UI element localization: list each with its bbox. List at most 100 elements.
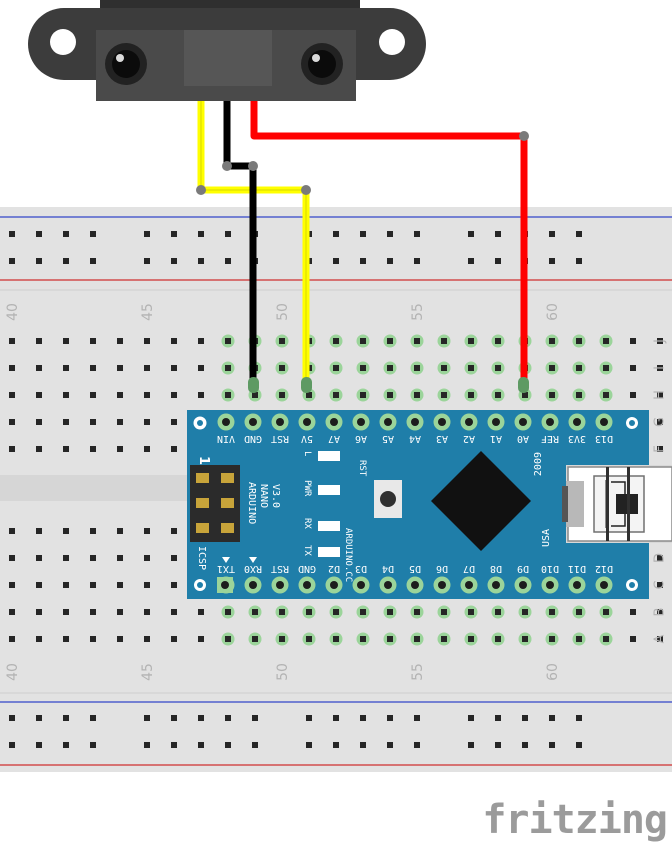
rail-hole (9, 231, 15, 237)
breadboard-hole (63, 338, 69, 344)
breadboard-hole (657, 392, 663, 398)
nano-pin-label: A6 (355, 433, 367, 444)
breadboard-hole (603, 365, 609, 371)
led-l (318, 451, 340, 461)
nano-pin-label: A1 (490, 433, 502, 444)
breadboard-hole (522, 392, 528, 398)
rail-hole (387, 231, 393, 237)
nano-pin-label: D6 (436, 563, 448, 574)
breadboard-hole (171, 392, 177, 398)
icsp-arrow (222, 557, 230, 563)
row-label: H (653, 390, 668, 400)
breadboard-hole (576, 392, 582, 398)
row-label: C (653, 580, 668, 589)
breadboard-hole (144, 365, 150, 371)
breadboard-hole (63, 609, 69, 615)
rail-hole (90, 231, 96, 237)
breadboard-hole (117, 609, 123, 615)
rail-hole (90, 715, 96, 721)
rail-hole (360, 258, 366, 264)
rail-hole (414, 715, 420, 721)
nano-pin-label: 3V3 (568, 433, 586, 444)
rail-hole (36, 715, 42, 721)
rail-hole (495, 715, 501, 721)
breadboard-hole (603, 609, 609, 615)
breadboard-hole (36, 582, 42, 588)
mounting-hole-left (50, 29, 76, 55)
fritzing-watermark: fritzing (482, 797, 667, 843)
breadboard-hole (36, 419, 42, 425)
breadboard-hole (144, 582, 150, 588)
microcontroller-chip (431, 451, 531, 551)
breadboard-hole (144, 555, 150, 561)
breadboard-hole (225, 365, 231, 371)
rail-hole (495, 742, 501, 748)
breadboard-hole (36, 636, 42, 642)
breadboard-hole (198, 338, 204, 344)
board-version: V3.0 (270, 484, 281, 508)
wire-end-yellow (301, 377, 312, 393)
rail-hole (387, 715, 393, 721)
breadboard-hole (522, 609, 528, 615)
nano-pin-label: A5 (382, 433, 394, 444)
breadboard-hole (225, 338, 231, 344)
nano-pin-label: A3 (436, 433, 448, 444)
rail-hole (198, 742, 204, 748)
row-label: A (653, 634, 668, 643)
breadboard-hole (171, 609, 177, 615)
breadboard-hole (9, 338, 15, 344)
breadboard-hole (495, 609, 501, 615)
rail-hole (468, 742, 474, 748)
nano-pin-label: 5V (301, 433, 313, 444)
breadboard-hole (603, 392, 609, 398)
column-label: 50 (275, 663, 291, 681)
breadboard-hole (549, 636, 555, 642)
rail-hole (306, 715, 312, 721)
led-label-pwr: PWR (302, 480, 312, 497)
led-label-l: L (302, 451, 312, 456)
rail-hole (225, 742, 231, 748)
breadboard-hole (171, 528, 177, 534)
rail-hole (225, 231, 231, 237)
rail-hole (252, 715, 258, 721)
nano-pin-label: D8 (490, 563, 502, 574)
breadboard-hole (468, 392, 474, 398)
breadboard-hole (90, 636, 96, 642)
breadboard-hole (36, 609, 42, 615)
board-usa-label: USA (541, 529, 552, 547)
breadboard-hole (225, 392, 231, 398)
breadboard-hole (630, 338, 636, 344)
rail-hole (306, 742, 312, 748)
breadboard-hole (306, 636, 312, 642)
rail-hole (225, 715, 231, 721)
breadboard-hole (9, 365, 15, 371)
wire-end-black (248, 377, 259, 393)
breadboard-hole (90, 365, 96, 371)
breadboard-hole (495, 636, 501, 642)
breadboard-hole (657, 582, 663, 588)
rail-hole (333, 231, 339, 237)
breadboard-hole (144, 392, 150, 398)
row-label: G (653, 417, 668, 427)
row-label: D (653, 553, 668, 563)
rail-hole (171, 742, 177, 748)
breadboard-hole (630, 636, 636, 642)
wire-end-red (518, 377, 529, 393)
breadboard-hole (36, 446, 42, 452)
rail-hole (171, 715, 177, 721)
black-wire-gnd (223, 101, 257, 384)
wire-bend-point (301, 185, 311, 195)
rail-hole (9, 715, 15, 721)
led-rx (318, 521, 340, 531)
breadboard-hole (333, 365, 339, 371)
rail-hole (144, 258, 150, 264)
rail-hole (63, 715, 69, 721)
rail-hole (63, 231, 69, 237)
breadboard-hole (63, 528, 69, 534)
rail-hole (36, 258, 42, 264)
rail-hole (360, 231, 366, 237)
breadboard-hole (198, 636, 204, 642)
breadboard-hole (90, 555, 96, 561)
nano-pin-label: D7 (463, 563, 475, 574)
rail-hole (9, 742, 15, 748)
